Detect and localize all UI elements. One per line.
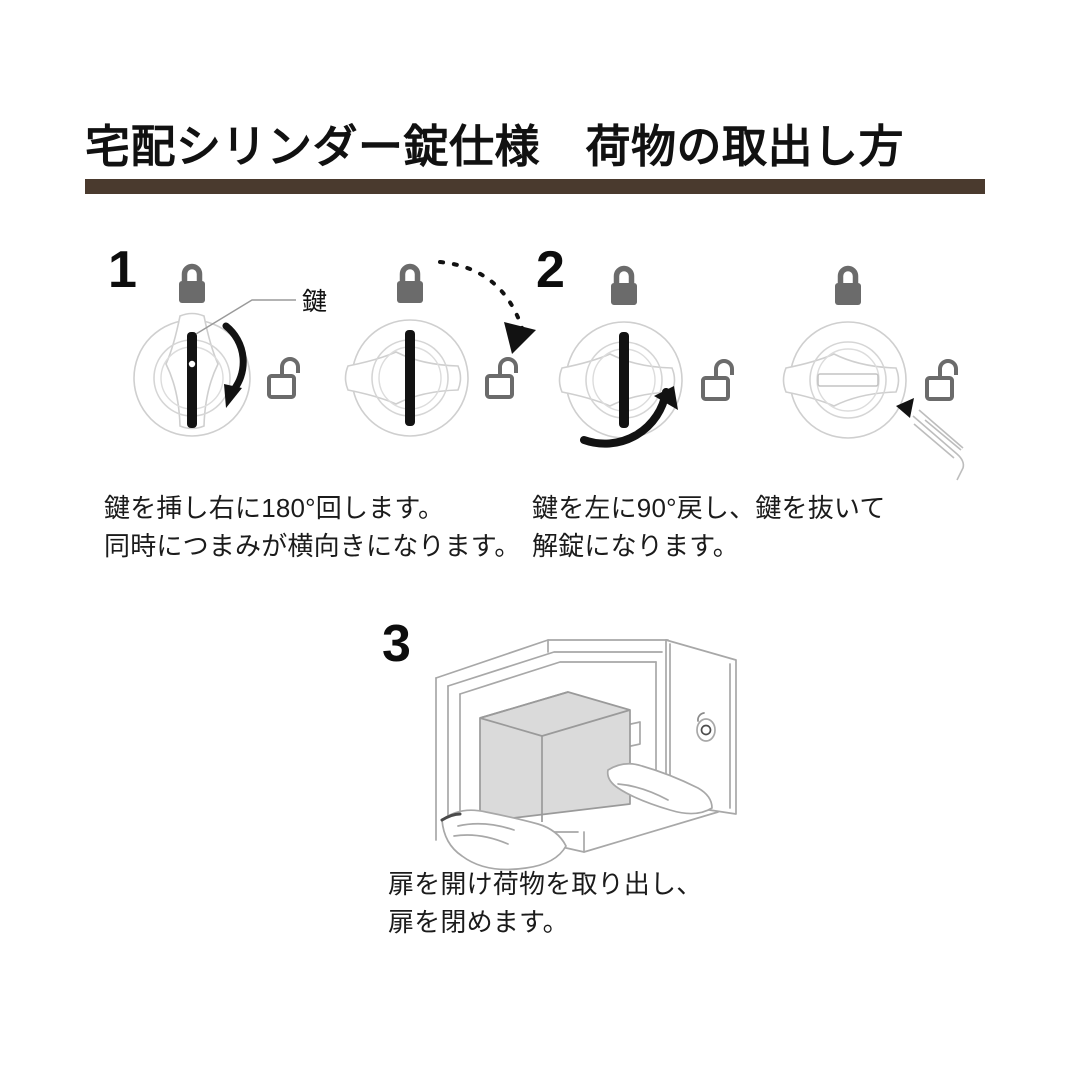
step-1: 1 (100, 238, 536, 568)
padlock-open-icon-3 (701, 359, 734, 401)
padlock-open-icon-1 (267, 357, 300, 399)
padlock-closed-icon-1 (179, 267, 205, 304)
step-3-illustration (418, 626, 778, 876)
lock-cylinder-icon (696, 712, 716, 742)
package-box-icon (479, 691, 631, 823)
step-2: 2 (528, 238, 968, 568)
step-2-illustration (528, 238, 968, 488)
step-3: 3 (370, 608, 800, 958)
padlock-open-icon-4 (925, 359, 958, 401)
step-2-caption: 鍵を左に90°戻し、鍵を抜いて 解錠になります。 (532, 493, 886, 561)
step-1-caption: 鍵を挿し右に180°回します。 同時につまみが横向きになります。 (104, 493, 521, 561)
padlock-closed-icon-2 (397, 267, 423, 304)
key-callout-label: 鍵 (302, 288, 327, 316)
step-3-number: 3 (382, 615, 411, 673)
knob-key-vertical (558, 321, 683, 439)
curved-arrow-counterclockwise-icon (580, 386, 678, 448)
key-pull-out-icon (896, 398, 965, 481)
page-title-block: 宅配シリンダー錠仕様 荷物の取出し方 (85, 121, 990, 195)
step-1-illustration: 鍵 (100, 238, 536, 488)
step-1-number: 1 (108, 241, 137, 299)
step-3-caption: 扉を開け荷物を取り出し、 扉を閉めます。 (388, 869, 703, 937)
step-2-number: 2 (536, 241, 565, 299)
knob-slot-horizontal (782, 321, 907, 439)
title-underline-rule (85, 179, 985, 195)
knob-locked-vertical (133, 312, 251, 437)
padlock-closed-icon-4 (835, 269, 861, 306)
key-callout-leader (195, 299, 296, 335)
hands-carrying-icon (441, 762, 713, 871)
padlock-open-icon-2 (485, 357, 518, 399)
page-title: 宅配シリンダー錠仕様 荷物の取出し方 (85, 121, 905, 172)
hand-thumb-accent (440, 812, 462, 822)
curved-arrow-clockwise-icon-1 (222, 322, 247, 408)
knob-unlocked-horizontal (344, 319, 469, 437)
mailbox-frame (435, 639, 669, 841)
padlock-closed-icon-3 (611, 269, 637, 306)
dashed-arrow-icon-1 (438, 260, 536, 354)
